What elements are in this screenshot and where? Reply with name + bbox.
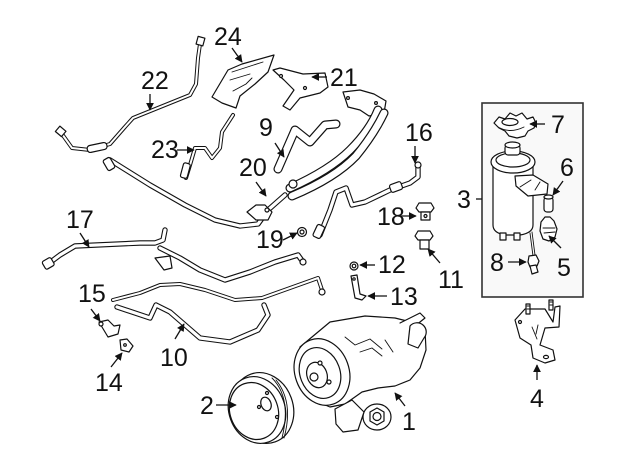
callout-1[interactable]: 1 (402, 408, 416, 436)
callout-23[interactable]: 23 (151, 136, 179, 164)
part-20-long-pressure-hose[interactable] (102, 156, 288, 229)
part-18-banjo-bolt[interactable] (415, 202, 435, 221)
part-9-return-hose[interactable] (273, 119, 341, 174)
callout-17[interactable]: 17 (66, 206, 94, 234)
callout-22[interactable]: 22 (141, 67, 169, 95)
callout-16[interactable]: 16 (405, 119, 433, 147)
part-2-pulley[interactable] (219, 364, 303, 452)
part-24-heat-shield[interactable] (211, 54, 275, 109)
callout-4[interactable]: 4 (530, 385, 544, 413)
callout-18[interactable]: 18 (377, 203, 405, 231)
part-4-reservoir-bracket[interactable] (514, 299, 561, 364)
callout-2[interactable]: 2 (200, 392, 214, 420)
reservoir-body[interactable] (490, 141, 549, 241)
part-10-return-line[interactable] (111, 276, 326, 345)
part-17-pressure-hose[interactable] (41, 227, 307, 283)
callout-24[interactable]: 24 (214, 23, 242, 51)
callout-7[interactable]: 7 (551, 111, 565, 139)
part-5-reservoir-grommet[interactable] (539, 216, 558, 242)
part-12-seal-washer[interactable] (349, 261, 359, 271)
part-8-reservoir-sensor[interactable] (527, 231, 540, 275)
callout-19[interactable]: 19 (256, 226, 284, 254)
part-11-banjo-bolt[interactable] (414, 230, 434, 250)
callout-numbers: 22 24 21 23 9 16 20 19 17 18 11 12 13 15… (66, 23, 574, 436)
callout-9[interactable]: 9 (259, 114, 273, 142)
part-6-reservoir-bushing[interactable] (543, 194, 554, 213)
part-23-feed-hose[interactable] (179, 113, 235, 180)
part-15-clip[interactable] (98, 319, 121, 338)
callout-8[interactable]: 8 (490, 249, 504, 277)
callout-5[interactable]: 5 (557, 254, 571, 282)
part-19-seal-ring[interactable] (296, 226, 308, 238)
callout-20[interactable]: 20 (239, 154, 267, 182)
callout-15[interactable]: 15 (78, 280, 106, 308)
callout-14[interactable]: 14 (95, 369, 123, 397)
callout-12[interactable]: 12 (378, 251, 406, 279)
part-22-cooler-line[interactable] (54, 35, 206, 154)
part-13-line-bracket[interactable] (350, 274, 367, 301)
callout-13[interactable]: 13 (390, 283, 418, 311)
callout-3[interactable]: 3 (457, 186, 471, 214)
callout-10[interactable]: 10 (160, 344, 188, 372)
callout-11[interactable]: 11 (438, 266, 464, 294)
part-16-supply-hose[interactable] (312, 161, 422, 239)
main-hose-bundle[interactable] (285, 105, 389, 201)
callout-21[interactable]: 21 (330, 64, 358, 92)
part-1-power-steering-pump[interactable] (285, 312, 427, 433)
part-14-clamp-bracket[interactable] (119, 338, 134, 353)
callout-leaders (79, 47, 564, 409)
callout-6[interactable]: 6 (560, 154, 574, 182)
